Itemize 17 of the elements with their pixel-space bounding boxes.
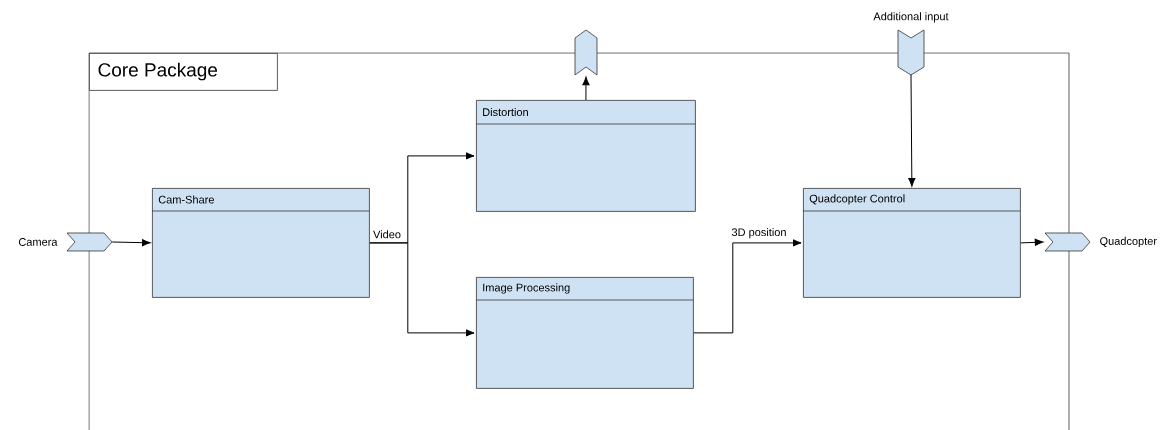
- package-tab: Core Package: [89, 53, 278, 91]
- process-box: Cam-Share: [151, 188, 370, 298]
- port-label: Quadcopter: [1100, 236, 1157, 248]
- process-box: Image Processing: [475, 277, 694, 389]
- arrow: [908, 74, 916, 187]
- arrow: [693, 239, 802, 334]
- port-label: Camera: [18, 238, 58, 246]
- arrow: [111, 239, 151, 247]
- edge-label: 3D position: [730, 226, 788, 240]
- port-symbol: [574, 29, 598, 76]
- port-label: Additional input: [873, 12, 949, 23]
- process-box: Distortion: [475, 100, 696, 212]
- arrow: [582, 76, 590, 101]
- process-box: Quadcopter Control: [802, 188, 1021, 298]
- edge-label: Video: [371, 228, 403, 240]
- arrow: [1020, 238, 1044, 246]
- arrow: [369, 242, 475, 337]
